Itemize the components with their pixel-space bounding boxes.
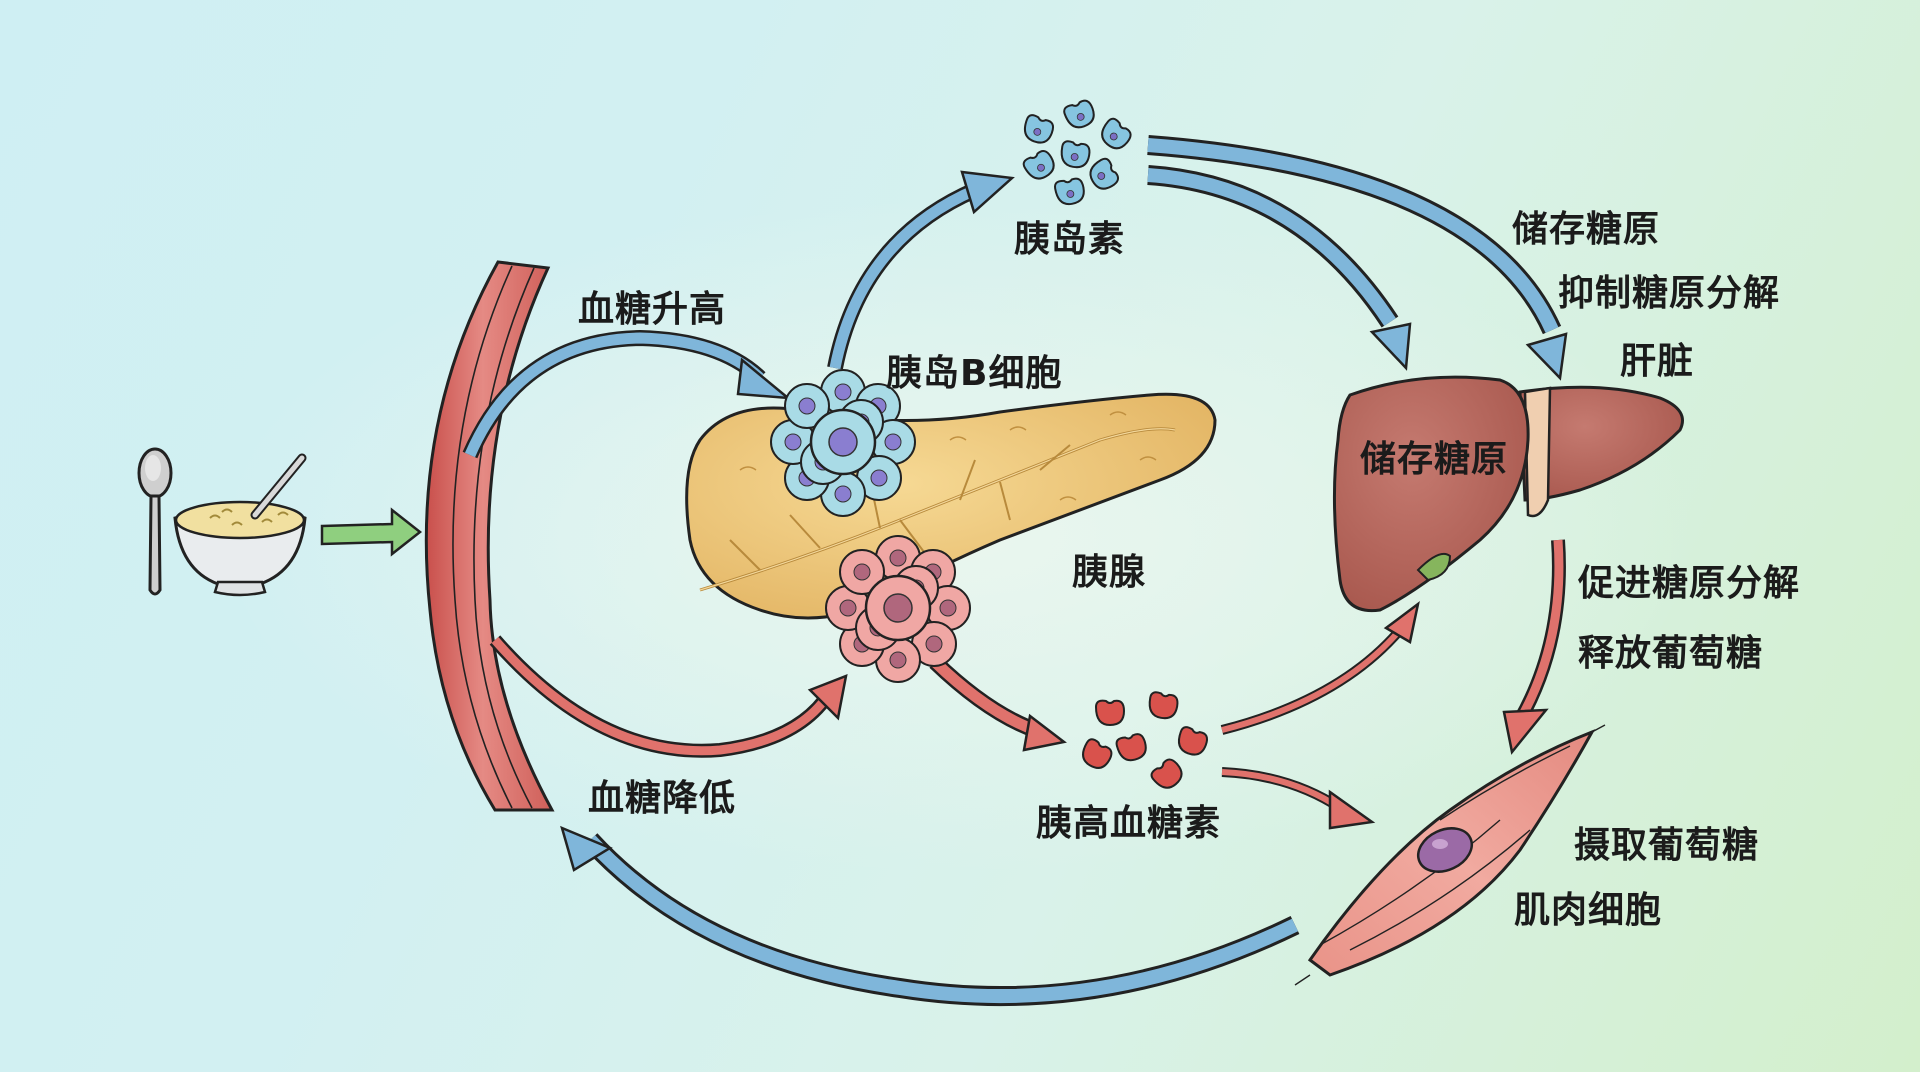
beta-cell [809, 408, 877, 476]
alpha-cell [911, 621, 957, 667]
arrow-insulin-to-liver-1 [1147, 165, 1412, 371]
glucagon-molecule [1082, 738, 1113, 769]
arrow-muscle-to-blood [560, 825, 1300, 1007]
blood-vessel [424, 260, 555, 812]
glucagon-molecule [1094, 699, 1126, 727]
insulin-molecule [1060, 140, 1091, 169]
insulin-molecule [1089, 157, 1120, 190]
arrow-beta-to-insulin [827, 170, 1015, 370]
insulin-molecule [1101, 117, 1132, 150]
insulin-molecules [1022, 99, 1132, 206]
beta-cell [784, 383, 830, 429]
glucagon-molecule [1115, 733, 1147, 762]
label-glucagon: 胰高血糖素 [1036, 803, 1222, 844]
food-arrow [320, 507, 423, 557]
label-uptake-glucose: 摄取葡萄糖 [1574, 825, 1760, 866]
arrow-alpha-to-glucagon [929, 656, 1067, 752]
label-insulin: 胰岛素 [1014, 219, 1126, 260]
label-muscle-cell: 肌肉细胞 [1514, 890, 1663, 931]
glucagon-molecules [1082, 691, 1209, 789]
insulin-molecule [1022, 149, 1055, 180]
porridge-bowl-icon [173, 453, 307, 597]
insulin-molecule [1054, 177, 1085, 206]
beta-cell [856, 455, 902, 501]
label-liver: 肝脏 [1620, 341, 1695, 382]
spoon-icon [137, 447, 173, 596]
alpha-cell [839, 549, 885, 595]
label-pancreas: 胰腺 [1072, 552, 1147, 593]
glucagon-molecule [1148, 691, 1179, 720]
alpha-cell [864, 574, 932, 642]
label-inhibit-glycogenolysis: 抑制糖原分解 [1558, 273, 1781, 314]
insulin-molecule [1063, 99, 1095, 129]
arrow-liver-to-muscle [1502, 539, 1566, 755]
muscle-cell [1294, 724, 1606, 986]
label-blood-sugar-fall: 血糖降低 [588, 778, 737, 819]
label-liver-store-glycogen: 储存糖原 [1360, 439, 1509, 480]
glucagon-molecule [1177, 726, 1209, 756]
label-store-glycogen: 储存糖原 [1512, 209, 1661, 250]
liver [1332, 375, 1684, 613]
islet-beta-cells [770, 369, 916, 517]
arrow-blood-to-alpha [489, 635, 848, 758]
arrow-blood-to-beta [462, 329, 792, 459]
label-release-glucose: 释放葡萄糖 [1578, 633, 1764, 674]
label-promote-glycogenolysis: 促进糖原分解 [1578, 563, 1801, 604]
arrow-insulin-to-liver-2 [1147, 135, 1568, 381]
label-islet-b-cell: 胰岛B细胞 [886, 353, 1063, 394]
label-blood-sugar-rise: 血糖升高 [578, 289, 727, 330]
arrow-glucagon-to-muscle [1221, 767, 1376, 830]
insulin-molecule [1023, 114, 1055, 144]
islet-alpha-cells [825, 535, 971, 683]
arrow-glucagon-to-liver [1220, 601, 1420, 735]
glucagon-molecule [1150, 758, 1183, 789]
